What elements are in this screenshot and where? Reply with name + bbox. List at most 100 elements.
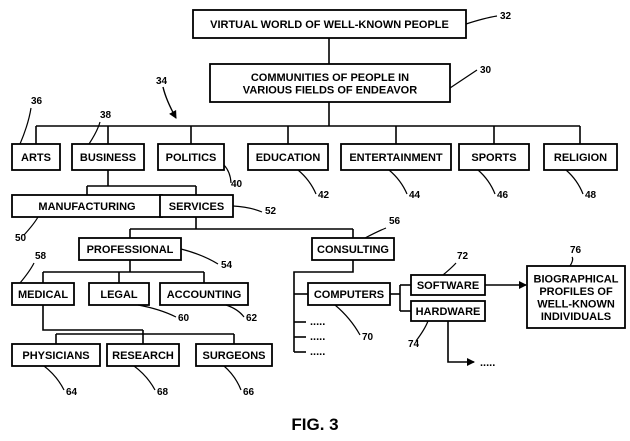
- edge-medical-bus: [42, 305, 143, 331]
- figure-caption: FIG. 3: [291, 415, 338, 434]
- leader-hardware: [415, 320, 429, 342]
- node-box-computers: [307, 282, 391, 306]
- node-label-education: EDUCATION: [256, 152, 321, 164]
- node-label-biographical: WELL-KNOWN: [537, 298, 615, 310]
- ellipsis-3: .....: [480, 357, 495, 369]
- node-box-consulting: [311, 237, 395, 261]
- ref-number-communities-group: 34: [156, 76, 168, 87]
- node-box-sports: [458, 143, 530, 171]
- node-medical: MEDICAL: [11, 282, 75, 306]
- leader-biographical: [569, 256, 574, 267]
- leader-legal: [137, 304, 177, 318]
- connector-lines: [35, 38, 581, 366]
- node-label-communities: VARIOUS FIELDS OF ENDEAVOR: [243, 84, 417, 96]
- ref-number-physicians: 64: [66, 387, 78, 398]
- node-software: SOFTWARE: [410, 274, 486, 296]
- node-consulting: CONSULTING: [311, 237, 395, 261]
- node-box-physicians: [11, 343, 101, 367]
- ref-number-services: 52: [265, 206, 277, 217]
- ref-number-legal: 60: [178, 313, 190, 324]
- node-box-business: [71, 143, 145, 171]
- node-box-research: [106, 343, 180, 367]
- leader-sports: [477, 169, 496, 195]
- node-sports: SPORTS: [458, 143, 530, 171]
- node-label-business: BUSINESS: [80, 152, 136, 164]
- node-services: SERVICES: [159, 194, 234, 218]
- node-surgeons: SURGEONS: [195, 343, 273, 367]
- leader-surgeons: [223, 365, 242, 391]
- node-label-biographical: BIOGRAPHICAL: [534, 273, 619, 285]
- node-label-arts: ARTS: [21, 152, 51, 164]
- node-label-medical: MEDICAL: [18, 289, 68, 301]
- node-box-politics: [157, 143, 225, 171]
- node-hardware: HARDWARE: [410, 300, 486, 322]
- arrow-communities-group: [162, 86, 177, 119]
- arrow-hardware-more: [447, 321, 475, 366]
- leader-root: [465, 15, 498, 25]
- leader-medical: [19, 262, 35, 284]
- leader-consulting: [364, 227, 387, 239]
- ref-number-software: 72: [457, 251, 469, 262]
- node-label-biographical: INDIVIDUALS: [541, 311, 611, 323]
- node-box-surgeons: [195, 343, 273, 367]
- node-label-computers: COMPUTERS: [314, 289, 384, 301]
- node-label-communities: COMMUNITIES OF PEOPLE IN: [251, 72, 409, 84]
- ref-number-consulting: 56: [389, 216, 401, 227]
- node-label-politics: POLITICS: [166, 152, 217, 164]
- node-box-root: [192, 9, 467, 39]
- ellipsis-2: .....: [310, 346, 325, 358]
- ref-number-research: 68: [157, 387, 169, 398]
- node-box-legal: [88, 282, 150, 306]
- node-label-religion: RELIGION: [554, 152, 607, 164]
- leader-accounting: [225, 304, 245, 318]
- ref-number-accounting: 62: [246, 313, 258, 324]
- node-arts: ARTS: [11, 143, 61, 171]
- leader-entertainment: [388, 169, 408, 195]
- node-label-physicians: PHYSICIANS: [22, 350, 89, 362]
- node-root: VIRTUAL WORLD OF WELL-KNOWN PEOPLE: [192, 9, 467, 39]
- node-label-root: VIRTUAL WORLD OF WELL-KNOWN PEOPLE: [210, 19, 449, 31]
- ref-number-entertainment: 44: [409, 190, 421, 201]
- node-box-accounting: [159, 282, 249, 306]
- ref-number-religion: 48: [585, 190, 597, 201]
- leader-physicians: [43, 365, 65, 391]
- ref-number-sports: 46: [497, 190, 509, 201]
- node-box-education: [247, 143, 329, 171]
- reference-leaders: [19, 15, 584, 391]
- node-entertainment: ENTERTAINMENT: [340, 143, 452, 171]
- ref-number-root: 32: [500, 11, 512, 22]
- node-physicians: PHYSICIANS: [11, 343, 101, 367]
- node-box-arts: [11, 143, 61, 171]
- ref-number-hardware: 74: [408, 339, 420, 350]
- ref-number-manufacturing: 50: [15, 233, 27, 244]
- leader-research: [133, 365, 156, 391]
- node-label-professional: PROFESSIONAL: [87, 244, 174, 256]
- ref-number-politics: 40: [231, 179, 243, 190]
- leader-education: [297, 169, 317, 195]
- node-box-entertainment: [340, 143, 452, 171]
- node-label-consulting: CONSULTING: [317, 244, 389, 256]
- node-box-biographical: [526, 265, 626, 329]
- node-label-sports: SPORTS: [471, 152, 516, 164]
- leader-services: [232, 205, 263, 213]
- node-religion: RELIGION: [543, 143, 618, 171]
- ref-number-business: 38: [100, 110, 112, 121]
- node-research: RESEARCH: [106, 343, 180, 367]
- node-label-biographical: PROFILES OF: [539, 286, 613, 298]
- ellipses: ....................: [310, 316, 495, 369]
- node-box-hardware: [410, 300, 486, 322]
- node-politics: POLITICS: [157, 143, 225, 171]
- node-label-accounting: ACCOUNTING: [167, 289, 242, 301]
- node-label-manufacturing: MANUFACTURING: [38, 201, 135, 213]
- leader-software: [442, 262, 457, 276]
- node-label-research: RESEARCH: [112, 350, 174, 362]
- leader-communities: [449, 69, 478, 89]
- node-education: EDUCATION: [247, 143, 329, 171]
- ref-number-biographical: 76: [570, 245, 582, 256]
- node-box-medical: [11, 282, 75, 306]
- leader-manufacturing: [23, 216, 39, 236]
- ellipsis-1: .....: [310, 331, 325, 343]
